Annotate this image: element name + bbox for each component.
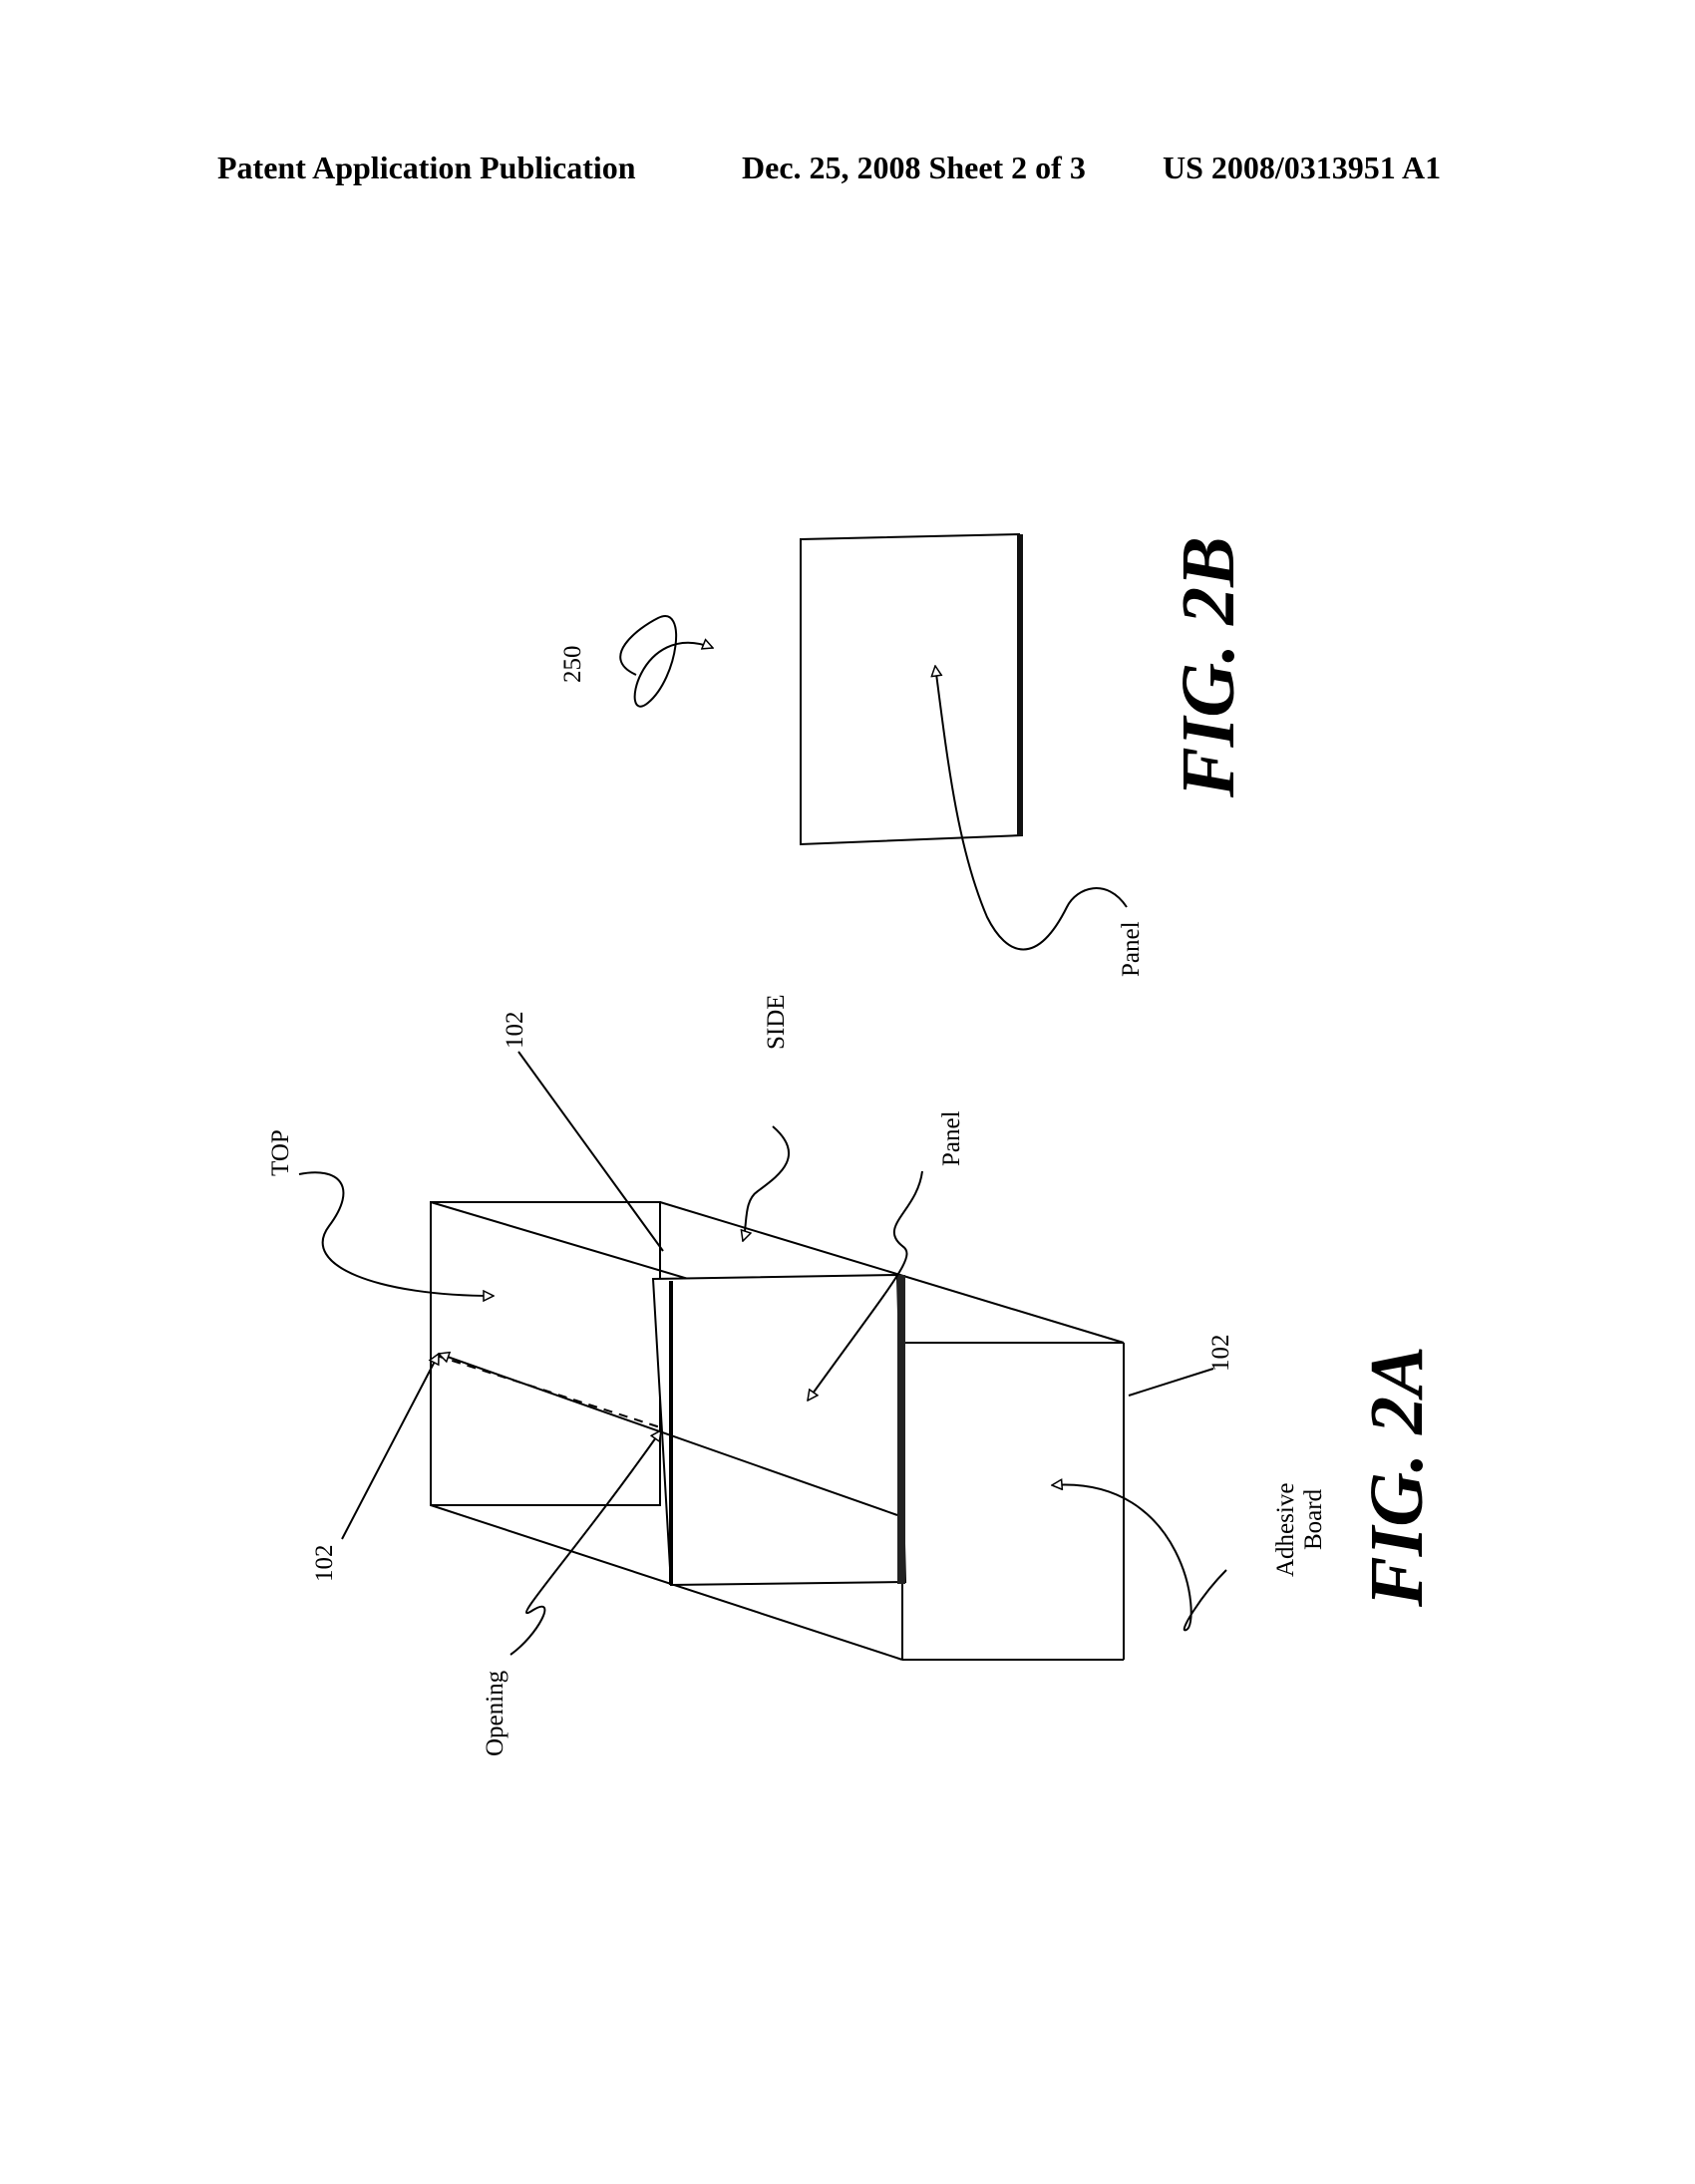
label-ref-102-top: 102 — [502, 1012, 528, 1050]
label-panel-2b: Panel — [1118, 921, 1145, 977]
caption-fig-2a: FIG. 2A — [1355, 1346, 1439, 1608]
panel-2b-face — [800, 532, 1024, 846]
panel-2b-edge — [1017, 534, 1023, 835]
box-edge-lower — [430, 1504, 903, 1661]
leader-250 — [619, 615, 713, 708]
label-opening: Opening — [482, 1670, 508, 1756]
header-date-sheet: Dec. 25, 2008 Sheet 2 of 3 — [742, 150, 1086, 185]
leader-top — [298, 1171, 494, 1296]
leader-102-left — [341, 1354, 440, 1540]
label-top: TOP — [267, 1129, 294, 1176]
label-panel-2a: Panel — [938, 1110, 965, 1166]
box-edge-upper — [659, 1201, 1125, 1344]
label-board: Board — [1300, 1488, 1327, 1550]
leader-102-right — [1128, 1368, 1214, 1397]
leader-opening — [509, 1430, 661, 1656]
label-side: SIDE — [763, 994, 790, 1050]
label-ref-250: 250 — [559, 646, 586, 684]
leader-102-top — [517, 1051, 664, 1252]
top-face — [430, 1201, 661, 1506]
inserted-panel — [651, 1273, 907, 1587]
leader-adhesive-board — [1052, 1485, 1227, 1632]
panel-edge-right — [897, 1275, 905, 1584]
fig-2a-drawing: TOP SIDE Panel 102 102 102 Opening Adhes… — [267, 994, 1439, 1756]
panel-face — [651, 1273, 907, 1587]
header-patent-number: US 2008/0313951 A1 — [1163, 150, 1442, 185]
label-ref-102-left: 102 — [311, 1545, 338, 1583]
label-ref-102-right: 102 — [1207, 1335, 1234, 1373]
label-adhesive: Adhesive — [1272, 1483, 1299, 1577]
box-outline — [430, 1201, 1125, 1661]
caption-fig-2b: FIG. 2B — [1167, 536, 1250, 798]
leader-side — [743, 1125, 791, 1241]
fig-2b-drawing: 250 Panel FIG. 2B — [559, 532, 1250, 977]
arrow-102-left-end — [439, 1354, 898, 1516]
leader-panel-2b — [935, 666, 1128, 951]
leader-panel — [808, 1170, 923, 1401]
leader-lines — [298, 1051, 1227, 1656]
header-publication-type: Patent Application Publication — [217, 150, 636, 185]
